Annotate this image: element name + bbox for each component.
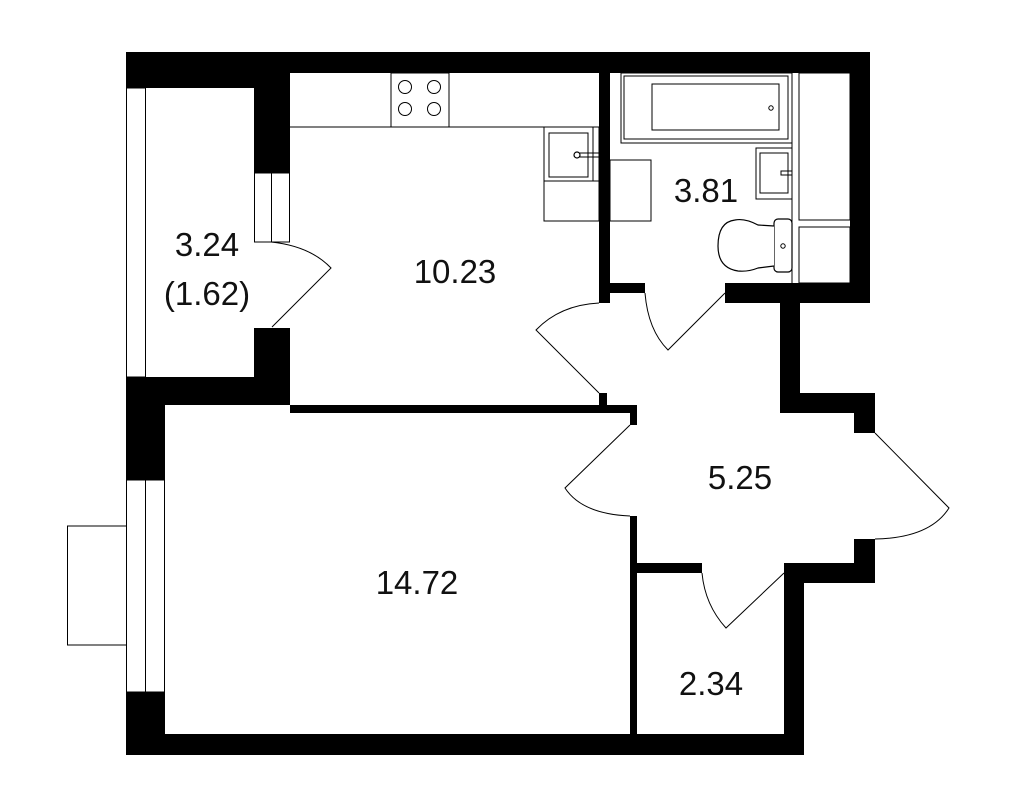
bedroom-door xyxy=(564,424,631,517)
flush-icon xyxy=(780,243,786,249)
windows xyxy=(67,87,290,693)
bedroom-hall-wall xyxy=(630,516,637,735)
bottom-wall xyxy=(126,734,804,755)
entrance-jamb-top xyxy=(854,393,875,433)
right-wall-upper xyxy=(850,52,870,303)
bedroom-window-pane-outer xyxy=(126,479,146,693)
balcony-glazing xyxy=(126,87,146,378)
kitchen-bedroom-wall xyxy=(290,405,637,413)
balcony-area-reduced: (1.62) xyxy=(164,275,250,312)
walls xyxy=(126,52,875,755)
storage-area: 2.34 xyxy=(679,665,743,702)
balcony-window-pane-left xyxy=(254,172,272,243)
sink-cabinet xyxy=(543,126,600,222)
burner-icon xyxy=(427,102,441,116)
utility-shaft-upper xyxy=(798,72,851,221)
room-labels: 3.24 (1.62) 10.23 3.81 5.25 14.72 2.34 xyxy=(164,172,772,702)
faucet-icon xyxy=(573,151,581,159)
entrance-bottom-wall xyxy=(784,563,875,583)
bedroom-area: 14.72 xyxy=(376,564,459,601)
kitchen-area: 10.23 xyxy=(414,253,497,290)
storage-top-wall xyxy=(637,563,702,573)
doors xyxy=(270,241,950,629)
bathtub-basin xyxy=(651,83,780,131)
hall-right-wall-upper xyxy=(780,283,800,413)
exterior-ac-unit xyxy=(67,525,127,646)
top-wall xyxy=(126,52,870,73)
toilet-tank xyxy=(773,218,793,273)
kitchen-door-stub xyxy=(599,393,607,407)
burner-icon xyxy=(427,80,441,94)
bedroom-door-stub xyxy=(630,405,637,425)
kitchen-door xyxy=(535,302,600,394)
bath-faucet xyxy=(780,170,793,176)
kitchen-bath-wall xyxy=(599,73,610,303)
kitchen-fixtures xyxy=(290,72,652,222)
entrance-top-wall xyxy=(780,393,875,413)
balcony-area: 3.24 xyxy=(175,226,239,263)
balcony-window-pane-right xyxy=(271,172,290,243)
burner-icon xyxy=(398,102,412,116)
bedroom-left-wall-upper xyxy=(126,377,165,480)
bedroom-window-pane-inner xyxy=(145,479,165,693)
appliance-box xyxy=(609,159,652,222)
storage-door xyxy=(701,572,785,629)
bathroom-door xyxy=(644,292,726,351)
bath-sink-basin xyxy=(759,152,789,194)
storage-right-wall xyxy=(784,563,804,755)
bath-bottom-wall-left xyxy=(599,283,645,293)
utility-shaft-lower xyxy=(798,226,851,284)
balcony-door xyxy=(270,241,332,328)
hallway-area: 5.25 xyxy=(708,459,772,496)
bathroom-fixtures xyxy=(620,72,851,284)
burner-icon xyxy=(398,80,412,94)
toilet-bowl xyxy=(717,218,775,272)
kitchen-sink xyxy=(548,132,589,178)
bath-sink xyxy=(755,147,793,200)
bathroom-area: 3.81 xyxy=(674,172,738,209)
stove xyxy=(390,72,450,128)
entrance-door xyxy=(874,432,950,540)
bathtub-rim xyxy=(623,75,789,140)
drain-icon xyxy=(768,105,774,111)
balcony-kitchen-wall-upper xyxy=(254,73,290,173)
